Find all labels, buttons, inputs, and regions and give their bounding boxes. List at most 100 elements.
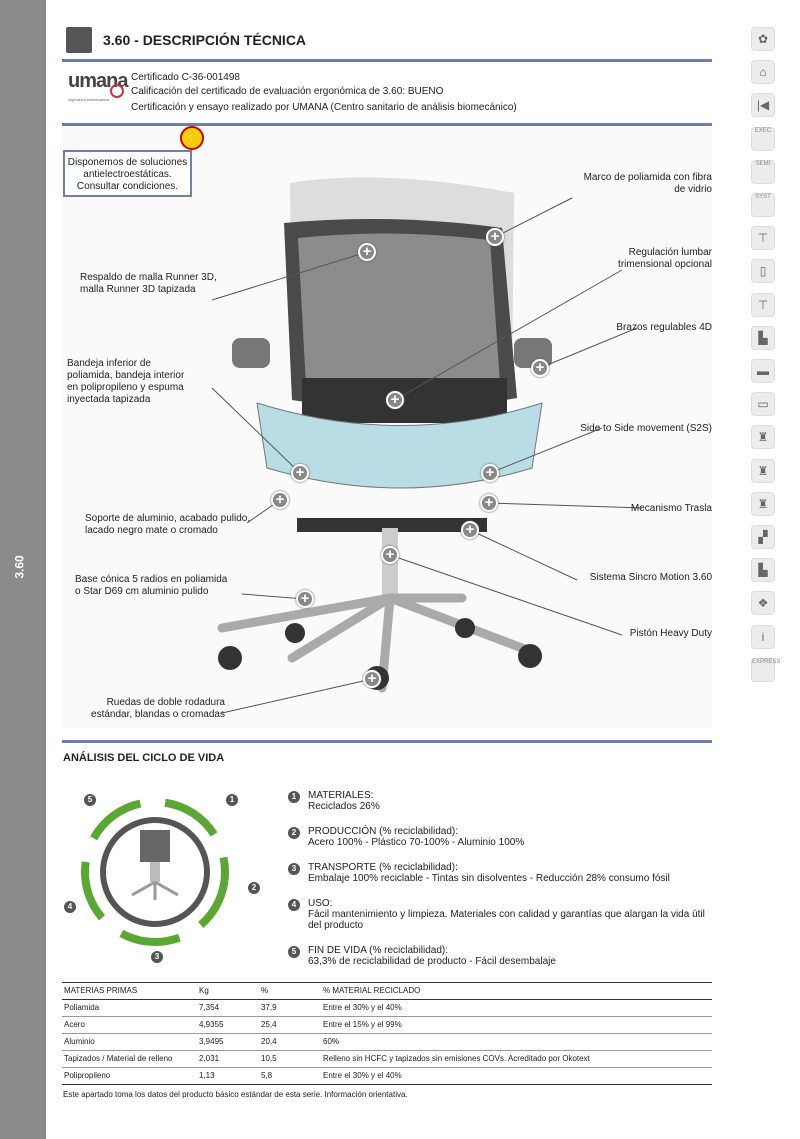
callout-frame: Marco de poliamida con fibra de vidrio: [583, 172, 712, 195]
lca-item-text: Embalaje 100% reciclable - Tintas sin di…: [308, 873, 670, 884]
callout-support: Soporte de aluminio, acabado pulido, lac…: [85, 513, 251, 536]
express-icon[interactable]: EXPRESS: [751, 657, 780, 682]
hotspot-base[interactable]: +: [296, 590, 314, 608]
table-cell: 20,4: [259, 1033, 321, 1051]
certificate-number: Certificado C-36-001498: [131, 72, 240, 83]
nav-icon-glyph: ✿: [757, 32, 769, 46]
callout-sincro: Sistema Sincro Motion 3.60: [589, 572, 712, 583]
table-cell: 25,4: [259, 1016, 321, 1034]
bench-icon[interactable]: ▬: [751, 359, 775, 383]
table-cell: Entre el 30% y el 40%: [321, 1067, 712, 1085]
certificate-rating: Calificación del certificado de evaluaci…: [131, 86, 444, 97]
hotspot-arms[interactable]: +: [531, 359, 549, 377]
nav-icon-glyph: ▭: [757, 397, 769, 412]
lca-item-number: 4: [288, 899, 300, 911]
callout-tray: Bandeja inferior de poliamida, bandeja i…: [67, 358, 185, 405]
hotspot-sincro[interactable]: +: [461, 521, 479, 539]
table-cell: Aluminio: [62, 1033, 197, 1051]
hotspot-piston[interactable]: +: [381, 546, 399, 564]
lca-item-text: 63,3% de reciclabilidad de producto - Fá…: [308, 956, 556, 967]
hotspot-tray[interactable]: +: [291, 464, 309, 482]
antistatic-icon: ⚡: [180, 126, 204, 150]
table-icon[interactable]: ⊤: [751, 292, 775, 317]
nav-icon-glyph: ⌂: [759, 65, 767, 80]
nav-icon-glyph: i: [761, 629, 765, 644]
umana-logo-sub: ingeniería biomecánica: [68, 97, 110, 102]
table-cell: Poliamida: [62, 999, 197, 1017]
armchair-icon[interactable]: ▙: [751, 325, 775, 350]
table-cell: 4,9355: [197, 1016, 259, 1034]
flower-icon[interactable]: ✿: [751, 27, 775, 51]
reception-icon[interactable]: ▭: [751, 392, 775, 417]
hotspot-support[interactable]: +: [271, 491, 289, 509]
divider: [62, 123, 712, 126]
hotspot-trasla[interactable]: +: [480, 494, 498, 512]
first-page-icon[interactable]: |◀: [751, 93, 775, 118]
textures-icon[interactable]: ❖: [751, 591, 775, 616]
lca-item-title: FIN DE VIDA (% reciclabilidad):: [308, 945, 449, 956]
hotspot-s2s[interactable]: +: [481, 464, 499, 482]
lca-item-text: Acero 100% - Plástico 70-100% - Aluminio…: [308, 837, 525, 848]
table-cell: 3,9495: [197, 1033, 259, 1051]
task-chair-icon[interactable]: ♜: [751, 458, 775, 483]
table-cell: 60%: [321, 1033, 712, 1051]
visitor-chair-icon[interactable]: ♜: [751, 491, 775, 516]
semi-desk-icon[interactable]: SEMI: [751, 159, 775, 184]
callout-backrest: Respaldo de malla Runner 3D, malla Runne…: [80, 272, 217, 295]
home-icon[interactable]: ⌂: [751, 60, 775, 85]
hotspot-lumbar[interactable]: +: [386, 391, 404, 409]
lca-item: MATERIALES:Reciclados 26%: [308, 790, 718, 812]
col-header: MATERIAS PRIMAS: [62, 982, 197, 1000]
exec-chair-icon[interactable]: ♜: [751, 425, 775, 450]
info-icon[interactable]: i: [751, 624, 775, 649]
nav-icon-glyph: ▯: [759, 264, 767, 279]
certificate-issuer: Certificación y ensayo realizado por UMA…: [131, 102, 517, 113]
nav-icon-glyph: ♜: [757, 463, 769, 478]
nav-icon-glyph: ♜: [757, 430, 769, 445]
nav-icon-glyph: EXEC: [754, 127, 772, 134]
lifecycle-diagram: [81, 798, 229, 946]
table-cell: 10,5: [259, 1050, 321, 1068]
nav-icon-glyph: ♜: [757, 496, 769, 511]
table-cell: Acero: [62, 1016, 197, 1034]
table-cell: 1,13: [197, 1067, 259, 1085]
nav-icon-glyph: ▙: [758, 563, 768, 578]
lca-item: FIN DE VIDA (% reciclabilidad):63,3% de …: [308, 945, 718, 967]
nav-icon-glyph: ▞: [758, 530, 768, 544]
exec-desk-icon[interactable]: EXEC: [751, 126, 775, 151]
cabinet-icon[interactable]: ▯: [751, 259, 775, 284]
footnote: Este apartado toma los datos del product…: [63, 1090, 408, 1099]
beam-seating-icon[interactable]: ▞: [751, 525, 775, 549]
table-cell: 5,8: [259, 1067, 321, 1085]
meeting-table-icon[interactable]: ⊤: [751, 226, 775, 251]
hotspot-frame[interactable]: +: [486, 228, 504, 246]
lca-item: USO:Fácil mantenimiento y limpieza. Mate…: [308, 898, 718, 931]
nav-icon-glyph: SYST: [755, 194, 771, 200]
materials-table: MATERIAS PRIMAS Kg % % MATERIAL RECICLAD…: [62, 982, 712, 1085]
syst-desk-icon[interactable]: SYST: [751, 193, 775, 217]
section-sidebar: [0, 0, 46, 1139]
lca-item-number: 5: [288, 946, 300, 958]
nav-icon-glyph: SEMI: [755, 160, 771, 167]
divider: [62, 59, 712, 62]
callout-base: Base cónica 5 radios en poliamida o Star…: [75, 574, 228, 597]
table-cell: 37,9: [259, 999, 321, 1017]
nav-icon-glyph: |◀: [756, 98, 770, 113]
lca-item-number: 1: [288, 791, 300, 803]
lca-item-text: Fácil mantenimiento y limpieza. Material…: [308, 909, 705, 931]
hotspot-wheels[interactable]: +: [363, 670, 381, 688]
auditorium-chair-icon[interactable]: ▙: [751, 558, 775, 583]
callout-lumbar: Regulación lumbar trimensional opcional: [618, 247, 712, 270]
lca-title: ANÁLISIS DEL CICLO DE VIDA: [63, 752, 225, 764]
table-cell: Relleno sin HCFC y tapizados sin emision…: [321, 1050, 712, 1068]
lca-marker-3: 3: [151, 951, 163, 963]
divider: [62, 740, 712, 743]
table-cell: Tapizados / Material de relleno: [62, 1050, 197, 1068]
hotspot-backrest[interactable]: +: [358, 243, 376, 261]
section-label: 3.60: [12, 555, 27, 579]
nav-icon-glyph: ▬: [757, 364, 769, 378]
callout-arms: Brazos regulables 4D: [616, 322, 712, 333]
chair-illustration: [62, 128, 712, 728]
